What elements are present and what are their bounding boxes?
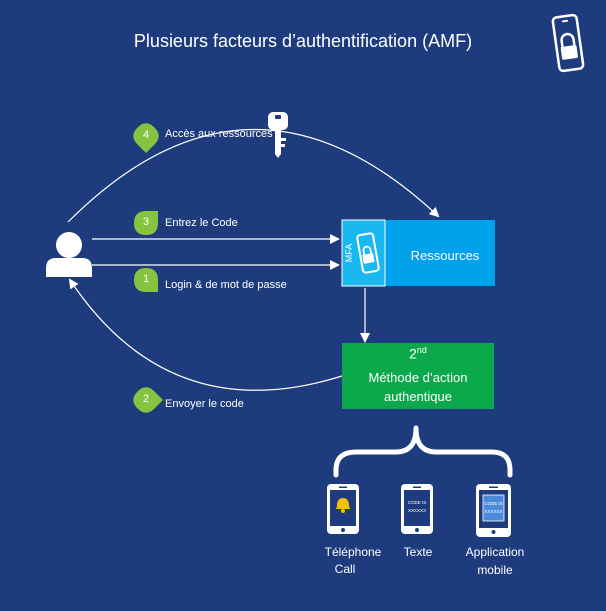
second-method-line1: Méthode d’action [368,370,468,385]
step-label-login: Login & de mot de passe [165,279,287,291]
step-label-send-code: Envoyer le code [165,398,244,410]
step-badge-3 [134,211,158,235]
step-label-enter-code: Entrez le Code [165,217,238,229]
second-method-box [342,343,494,409]
bell-icon [336,498,350,513]
svg-text:XXXXXX: XXXXXX [408,508,426,513]
options-brace [333,425,513,478]
step-number-2: 2 [142,393,150,405]
step-badge-1 [134,268,158,292]
lock-phone-icon [551,13,585,73]
phone-app-device: CODE IS XXXXXX [476,484,511,537]
option-app-sub: mobile [477,563,513,577]
svg-text:CODE IS: CODE IS [408,500,427,505]
svg-text:XXXXXX: XXXXXX [484,509,502,514]
ordinal-number: 2 [409,345,417,362]
option-phone-label: Téléphone [324,545,382,559]
second-method-ordinal: 2nd [342,345,494,362]
step-badge-2 [133,387,163,413]
app-code-icon: CODE IS XXXXXX [482,494,505,522]
phone-call-device [327,484,359,534]
ordinal-suffix: nd [416,345,427,355]
user-icon [46,232,92,277]
option-app-label: Application [465,545,525,559]
phone-text-device: CODE IS XXXXXX [401,484,433,534]
step-badge-4 [133,123,159,153]
option-phone-sub: Call [334,562,356,576]
arc-send-code [68,278,343,391]
step-number-1: 1 [142,273,150,285]
step-number-4: 4 [142,129,150,141]
step-number-3: 3 [142,216,150,228]
svg-text:CODE IS: CODE IS [484,501,503,506]
mfa-phone-icon [356,232,380,274]
key-icon [268,112,288,158]
step-label-access: Accès aux ressources [165,128,273,140]
sms-code-icon: CODE IS XXXXXX [408,500,427,513]
arc-access-resources [67,128,440,223]
option-text-label: Texte [403,545,433,559]
resources-label: Ressources [410,248,480,263]
mfa-tag: MFA [344,244,354,263]
second-method-line2: authentique [384,389,452,404]
page-title: Plusieurs facteurs d’authentification (A… [133,31,473,51]
